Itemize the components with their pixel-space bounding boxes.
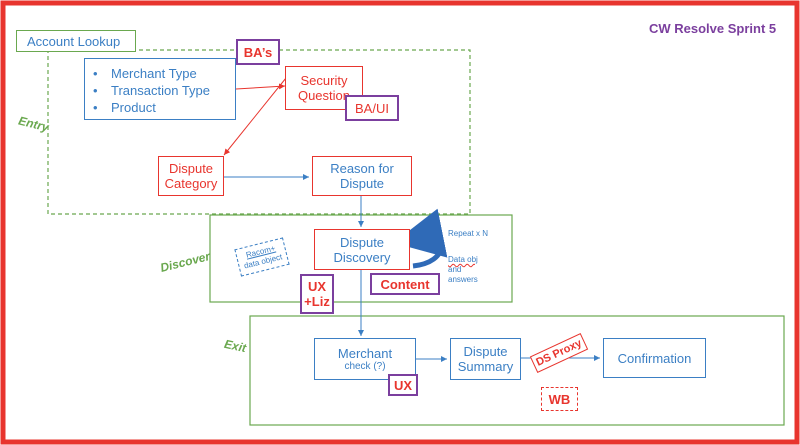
account-lookup-label: Account Lookup xyxy=(27,34,121,49)
criteria-item: Product xyxy=(93,99,235,116)
data-obj-line3: answers xyxy=(448,275,478,284)
tag-content: Content xyxy=(370,273,440,295)
security-question-line1: Security xyxy=(300,73,348,88)
tag-ux-label: UX xyxy=(393,377,413,393)
dispute-category-line1: Dispute xyxy=(168,161,214,176)
data-obj-line2: and xyxy=(448,265,462,274)
node-reason-for-dispute: Reason for Dispute xyxy=(312,156,412,196)
tag-content-label: Content xyxy=(380,276,430,292)
data-obj-line1: Data obj xyxy=(448,255,478,264)
connector-security-to-category xyxy=(223,77,287,156)
merchant-line2: check (?) xyxy=(344,361,386,372)
node-dispute-discovery: Dispute Discovery xyxy=(314,229,410,270)
tag-ux-liz-line1: UX xyxy=(307,279,327,294)
merchant-line1: Merchant xyxy=(337,346,393,361)
dispute-category-line2: Category xyxy=(164,176,218,191)
tag-ba-ui-label: BA/UI xyxy=(355,100,389,116)
tag-wb: WB xyxy=(541,387,578,411)
reason-line2: Dispute xyxy=(339,176,385,191)
criteria-box: Merchant Type Transaction Type Product xyxy=(84,58,236,120)
tag-ux-liz: UX +Liz xyxy=(300,274,334,314)
reason-line1: Reason for xyxy=(330,161,394,176)
tag-bas-label: BA’s xyxy=(243,44,273,60)
node-dispute-category: Dispute Category xyxy=(158,156,224,196)
exit-group xyxy=(249,315,785,426)
node-confirmation: Confirmation xyxy=(603,338,706,378)
node-security-question: Security Question xyxy=(285,66,363,110)
node-dispute-summary: Dispute Summary xyxy=(450,338,521,380)
tag-bas: BA’s xyxy=(236,39,280,65)
tag-wb-label: WB xyxy=(548,391,571,407)
discovery-line2: Discovery xyxy=(333,249,391,265)
account-lookup-tab: Account Lookup xyxy=(16,30,136,52)
criteria-item: Merchant Type xyxy=(93,65,235,82)
repeat-loop-arrow xyxy=(393,208,448,269)
summary-line1: Dispute xyxy=(463,344,508,359)
tag-ux-liz-line2: +Liz xyxy=(304,294,330,309)
note-repeat: Repeat x N xyxy=(448,229,489,238)
confirmation-label: Confirmation xyxy=(617,350,692,366)
discovery-line1: Dispute xyxy=(339,234,385,250)
connector-criteria-to-security xyxy=(235,83,286,90)
criteria-list: Merchant Type Transaction Type Product xyxy=(85,65,235,116)
node-merchant-check: Merchant check (?) xyxy=(314,338,416,380)
tag-ba-ui: BA/UI xyxy=(345,95,399,121)
note-data-obj: Data obj and answers xyxy=(448,255,478,285)
criteria-item: Transaction Type xyxy=(93,82,235,99)
security-question-line2: Question xyxy=(297,88,351,103)
tag-ux: UX xyxy=(388,374,418,396)
summary-line2: Summary xyxy=(457,359,514,374)
diagram-title: CW Resolve Sprint 5 xyxy=(649,21,777,36)
